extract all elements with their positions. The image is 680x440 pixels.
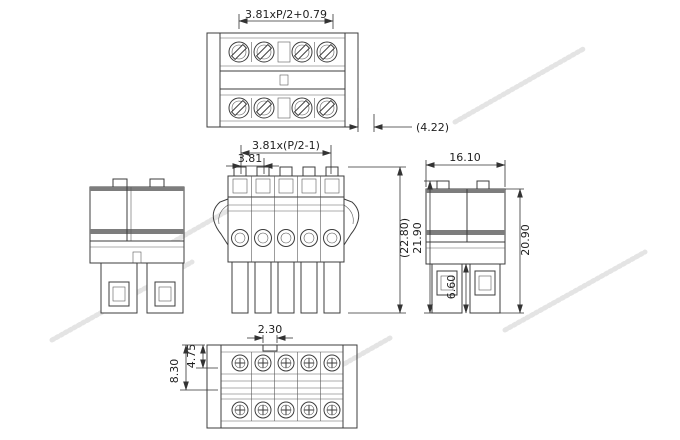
plug-foot	[100, 262, 138, 314]
screw-head	[228, 97, 250, 119]
latch-wing-left	[212, 198, 229, 246]
screw-head	[291, 41, 313, 63]
side-view-right	[425, 180, 506, 314]
dim-label-height-ref: (22.80)	[398, 218, 411, 258]
dim-side-width: 16.10	[425, 151, 506, 187]
dim-bottom-row2: 8.30	[168, 344, 218, 391]
dim-label-height-side: 20.90	[519, 224, 532, 256]
dim-top-pitch: 3.81xP/2+0.79	[238, 8, 334, 29]
dim-height-side: 20.90	[500, 188, 532, 314]
cross-screw	[300, 354, 318, 372]
dim-label-bottom-row1: 4.75	[185, 344, 198, 369]
cross-screw	[254, 354, 272, 372]
screw-head	[291, 97, 313, 119]
front-view	[212, 166, 360, 314]
dim-label-top-pitch: 3.81xP/2+0.79	[245, 8, 327, 21]
dim-front-span: 3.81x(P/2-1)	[240, 139, 332, 174]
screw-head	[253, 41, 275, 63]
screw-head	[316, 97, 338, 119]
dim-front-pitch: 3.81	[226, 152, 279, 174]
dim-foot-height: 6.60	[445, 263, 469, 314]
dim-label-bottom-row2: 8.30	[168, 359, 181, 384]
dim-label-front-pitch: 3.81	[238, 152, 263, 165]
dim-top-ref: (4.22)	[342, 108, 449, 134]
bottom-view	[206, 344, 358, 429]
dim-label-foot-height: 6.60	[445, 275, 458, 300]
dim-label-height-front: 21.90	[411, 222, 424, 254]
plug-pin	[254, 261, 272, 314]
cross-screw	[254, 401, 272, 419]
top-view-left-cap	[206, 32, 221, 128]
dim-label-front-span: 3.81x(P/2-1)	[252, 139, 320, 152]
cross-screw	[277, 401, 295, 419]
cross-screw	[231, 354, 249, 372]
cross-screw	[231, 401, 249, 419]
plug-pin	[300, 261, 318, 314]
cross-screw	[323, 401, 341, 419]
plug-foot	[146, 262, 184, 314]
plug-pin	[231, 261, 249, 314]
latch-wing-right	[343, 198, 360, 246]
keying-notch	[262, 344, 278, 352]
cross-screw	[277, 354, 295, 372]
dim-label-top-ref: (4.22)	[416, 121, 449, 134]
cross-screw	[300, 401, 318, 419]
dim-height-ref: (22.80)	[348, 166, 411, 314]
dim-bottom-offset: 2.30	[247, 323, 293, 343]
screw-head	[228, 41, 250, 63]
dim-bottom-row1: 4.75	[182, 344, 218, 369]
cross-screw	[323, 354, 341, 372]
dim-label-side-width: 16.10	[449, 151, 481, 164]
top-view	[206, 32, 359, 128]
screw-head	[253, 97, 275, 119]
dim-height-front: 21.90	[411, 180, 437, 314]
dim-label-bottom-offset: 2.30	[258, 323, 283, 336]
plug-pin	[277, 261, 295, 314]
top-view-right-cap	[344, 32, 359, 128]
plug-pin	[323, 261, 341, 314]
screw-head	[316, 41, 338, 63]
side-view-left	[89, 178, 185, 314]
bottom-view-left-cap	[206, 344, 222, 429]
